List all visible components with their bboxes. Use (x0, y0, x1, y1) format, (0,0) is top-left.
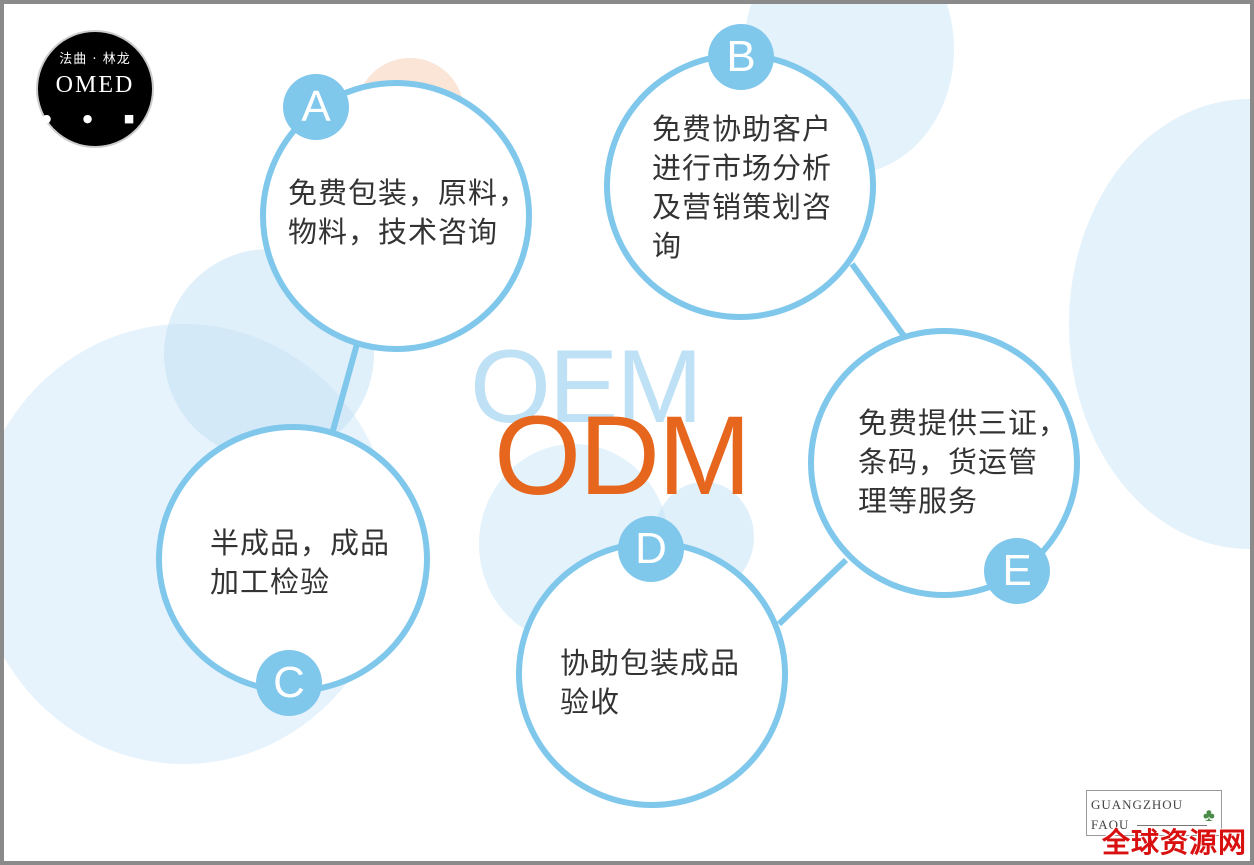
node-b-line-1: 免费协助客户 (652, 112, 833, 146)
oem-title: OEM (470, 329, 703, 445)
node-e-text: 免费提供三证， 条码，货运管 理等服务 (858, 404, 1068, 521)
node-d-text: 协助包装成品 验收 (560, 644, 740, 722)
logo-top-text: 法曲 · 林龙 (59, 52, 131, 67)
node-c-text: 半成品，成品 加工检验 (210, 524, 390, 602)
stamp-line-1: GUANGZHOU (1091, 797, 1184, 812)
node-b-circle (604, 52, 876, 320)
connector-a-c (329, 343, 360, 435)
node-c-circle (156, 424, 430, 694)
node-b-badge: B (708, 24, 774, 90)
node-a-text: 免费包装，原料， 物料，技术咨询 (288, 174, 528, 252)
site-watermark: 全球资源网 (1102, 826, 1248, 859)
stamp-rule (1137, 825, 1207, 826)
node-b-line-2: 进行市场分析 (652, 151, 833, 185)
logo-ornament-icon: ● ● ■ (41, 112, 149, 125)
logo-word: OMED (55, 72, 135, 98)
brand-logo: 法曲 · 林龙 OMED ● ● ■ (36, 30, 154, 148)
node-a-line-2: 物料，技术咨询 (288, 215, 499, 249)
stamp-line-2: FAQU (1091, 817, 1130, 832)
connector-d-e (776, 557, 849, 627)
node-e-line-3: 理等服务 (858, 484, 979, 518)
connector-lines (329, 262, 907, 627)
node-d-badge: D (618, 516, 684, 582)
node-b-text: 免费协助客户 进行市场分析 及营销策划咨 询 (652, 110, 832, 266)
node-a-badge: A (283, 74, 349, 140)
connector-b-e (849, 262, 907, 338)
node-a-line-1: 免费包装，原料， (288, 176, 529, 210)
corner-stamp: GUANGZHOU FAQU ♣ (1086, 790, 1222, 836)
node-e-line-2: 条码，货运管 (858, 445, 1039, 479)
node-b-line-4: 询 (652, 229, 683, 263)
node-e-badge: E (984, 538, 1050, 604)
odm-title: ODM (494, 393, 751, 518)
node-c-line-2: 加工检验 (210, 565, 331, 599)
plant-icon: ♣ (1203, 805, 1216, 825)
node-d-line-2: 验收 (560, 685, 621, 719)
node-d-line-1: 协助包装成品 (560, 646, 741, 680)
node-c-line-1: 半成品，成品 (210, 526, 391, 560)
node-b-line-3: 及营销策划咨 (652, 190, 833, 224)
node-c-badge: C (256, 650, 322, 716)
node-e-line-1: 免费提供三证， (858, 406, 1069, 440)
